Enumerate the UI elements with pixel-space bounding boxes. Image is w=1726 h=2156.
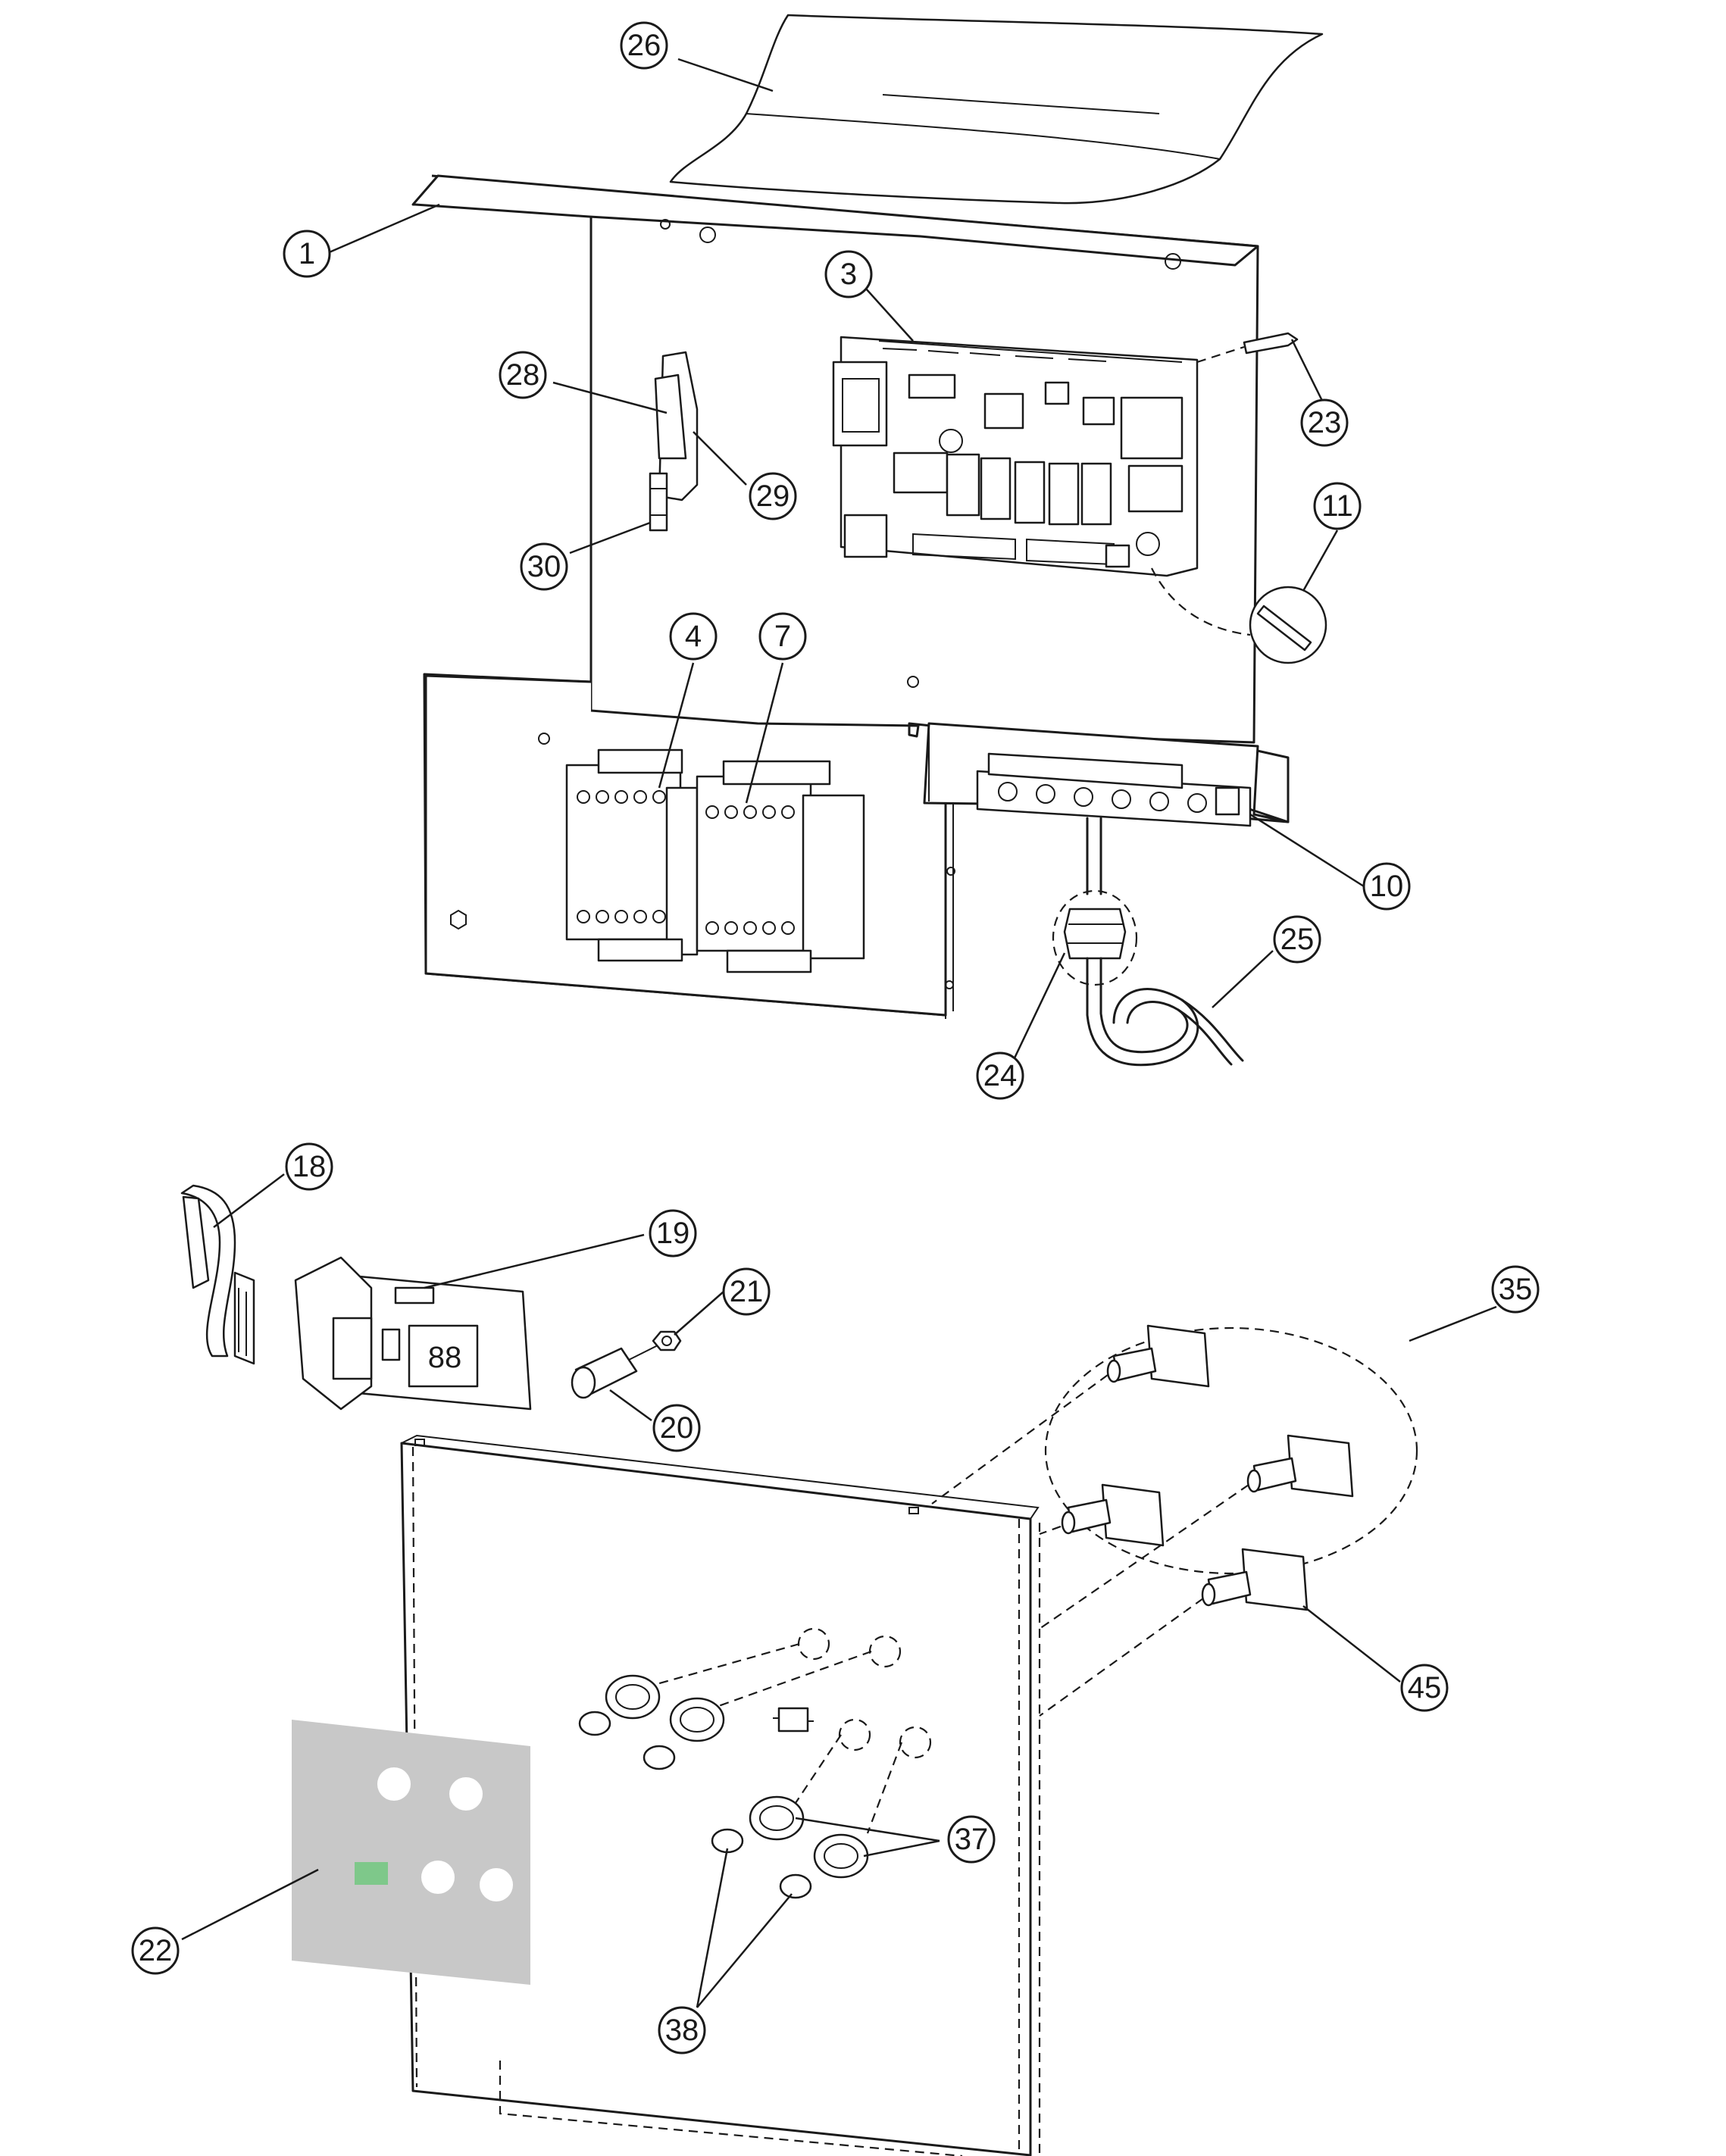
callout-25: 25 <box>1273 915 1321 964</box>
svg-text:26: 26 <box>627 29 661 62</box>
svg-text:19: 19 <box>656 1217 690 1250</box>
svg-text:30: 30 <box>527 550 561 583</box>
callout-21: 21 <box>722 1267 771 1316</box>
terminal-block <box>976 752 1252 827</box>
callout-7: 7 <box>758 612 807 661</box>
svg-text:20: 20 <box>660 1411 694 1445</box>
callout-28: 28 <box>499 351 547 399</box>
svg-text:25: 25 <box>1280 923 1315 956</box>
display-window <box>355 1862 388 1885</box>
svg-text:3: 3 <box>840 258 857 291</box>
svg-text:35: 35 <box>1499 1273 1533 1306</box>
callout-20: 20 <box>652 1404 701 1452</box>
spacer <box>571 1344 660 1399</box>
svg-text:11: 11 <box>1321 489 1353 523</box>
callout-29: 29 <box>749 472 797 520</box>
svg-text:4: 4 <box>685 620 702 653</box>
svg-text:45: 45 <box>1408 1671 1442 1704</box>
display-pcb: 88 <box>294 1256 532 1411</box>
callout-1: 1 <box>283 230 331 278</box>
label-overlay <box>292 1720 530 1985</box>
svg-text:28: 28 <box>506 358 540 392</box>
svg-text:38: 38 <box>665 2014 699 2047</box>
callout-26: 26 <box>620 21 668 70</box>
svg-text:22: 22 <box>139 1934 173 1967</box>
callout-11: 11 <box>1313 482 1362 530</box>
callout-24: 24 <box>976 1051 1024 1100</box>
contactor-left <box>565 748 699 962</box>
svg-text:37: 37 <box>955 1823 989 1856</box>
callout-18: 18 <box>285 1142 333 1191</box>
callout-10: 10 <box>1362 862 1411 911</box>
fuse-holder <box>649 351 699 532</box>
callout-38: 38 <box>658 2006 706 2054</box>
indicator-bezels <box>578 1627 932 1899</box>
callout-30: 30 <box>520 542 568 591</box>
callout-23: 23 <box>1300 398 1349 447</box>
leader-lines <box>181 58 1497 2008</box>
svg-text:21: 21 <box>730 1275 764 1308</box>
display-digits: 88 <box>428 1341 462 1374</box>
ribbon-cable <box>180 1184 255 1365</box>
cable-gland <box>1052 817 1138 986</box>
callout-3: 3 <box>824 250 873 298</box>
callout-22: 22 <box>131 1926 180 1975</box>
callout-4: 4 <box>669 612 718 661</box>
hex-nut <box>652 1330 682 1351</box>
callout-37: 37 <box>947 1815 996 1864</box>
svg-text:10: 10 <box>1370 870 1404 903</box>
svg-text:18: 18 <box>292 1150 327 1183</box>
contactor-right <box>696 760 865 973</box>
power-cable <box>1086 957 1244 1067</box>
main-pcb <box>832 336 1199 577</box>
callout-19: 19 <box>649 1209 697 1258</box>
switch-group <box>931 1324 1418 1717</box>
svg-text:7: 7 <box>774 620 791 653</box>
callout-35: 35 <box>1491 1265 1540 1314</box>
svg-text:29: 29 <box>756 480 790 513</box>
cover-sheet <box>669 14 1324 205</box>
svg-text:24: 24 <box>983 1059 1018 1092</box>
svg-text:23: 23 <box>1308 406 1342 439</box>
callout-45: 45 <box>1400 1664 1449 1712</box>
svg-text:1: 1 <box>299 237 315 270</box>
spare-fuse <box>1151 567 1327 664</box>
